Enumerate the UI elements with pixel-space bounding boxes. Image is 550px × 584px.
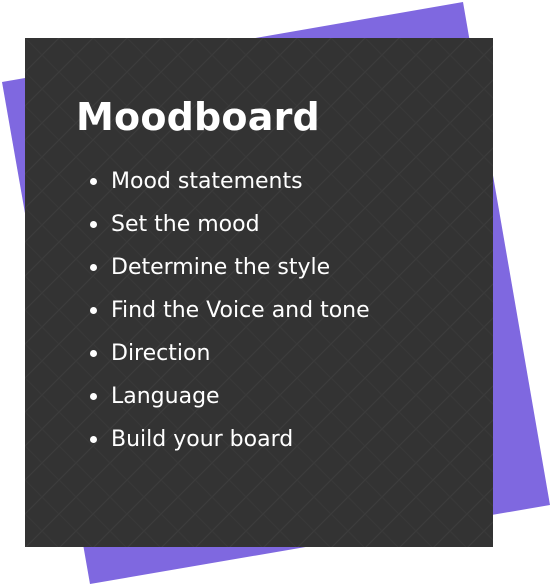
list-item-label: Find the Voice and tone — [111, 298, 370, 323]
list-item: Determine the style — [76, 246, 473, 289]
card-content: Moodboard Mood statements Set the mood D… — [76, 92, 473, 461]
list-item-label: Determine the style — [111, 255, 331, 280]
bullet-icon — [90, 178, 97, 185]
bullet-icon — [90, 350, 97, 357]
list-item-label: Language — [111, 384, 220, 409]
list-item-label: Set the mood — [111, 212, 260, 237]
list-item: Find the Voice and tone — [76, 289, 473, 332]
card-title: Moodboard — [76, 95, 320, 139]
list-item-label: Mood statements — [111, 169, 303, 194]
bullet-icon — [90, 221, 97, 228]
list-item: Set the mood — [76, 203, 473, 246]
list-item: Direction — [76, 332, 473, 375]
list-item: Mood statements — [76, 160, 473, 203]
list-item-label: Direction — [111, 341, 211, 366]
list-item-label: Build your board — [111, 427, 294, 452]
bullet-icon — [90, 307, 97, 314]
card-background-pattern — [25, 38, 493, 547]
bullet-icon — [90, 264, 97, 271]
bullet-icon — [90, 436, 97, 443]
topic-list: Mood statements Set the mood Determine t… — [76, 160, 473, 461]
list-item: Language — [76, 375, 473, 418]
list-item: Build your board — [76, 418, 473, 461]
moodboard-card: Moodboard Mood statements Set the mood D… — [25, 38, 493, 547]
bullet-icon — [90, 393, 97, 400]
